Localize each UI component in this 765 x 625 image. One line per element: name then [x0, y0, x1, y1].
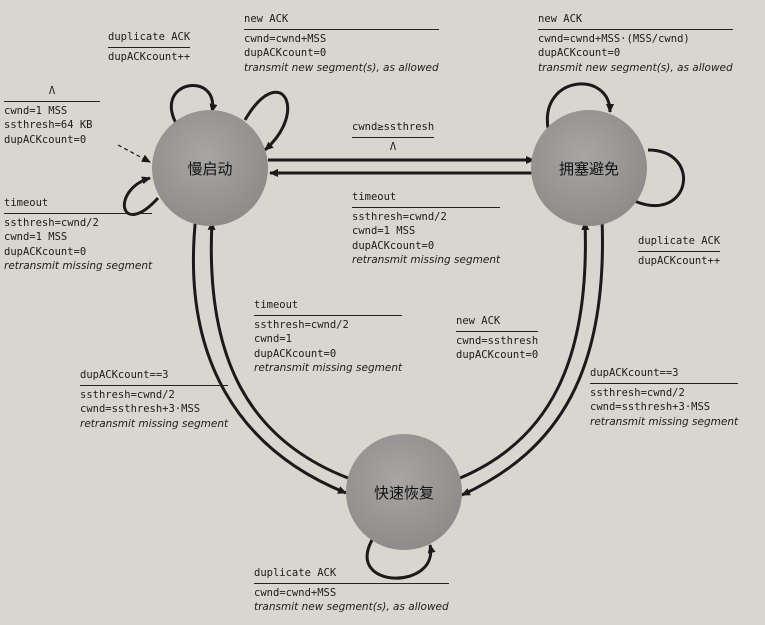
- state-fast-recovery: 快速恢复: [346, 434, 462, 550]
- action-text: cwnd=ssthresh: [456, 334, 539, 347]
- note-text: retransmit missing segment: [590, 415, 739, 428]
- action-text: cwnd=1 MSS: [352, 225, 416, 237]
- action-text: cwnd=cwnd+MSS: [244, 32, 327, 45]
- note-text: transmit new segment(s), as allowed: [538, 61, 733, 74]
- label-ca-timeout: timeout ssthresh=cwnd/2 cwnd=1 MSS dupAC…: [352, 190, 501, 268]
- note-text: retransmit missing segment: [4, 260, 153, 272]
- label-fr-timeout: timeout ssthresh=cwnd/2 cwnd=1 dupACKcou…: [254, 298, 403, 376]
- loop-ca-dup-ack: [627, 148, 685, 207]
- label-fr-dup-ack: duplicate ACK cwnd=cwnd+MSS transmit new…: [254, 566, 449, 615]
- action-text: ssthresh=64 KB: [4, 119, 93, 131]
- action-text: ssthresh=cwnd/2: [4, 216, 99, 229]
- note-text: transmit new segment(s), as allowed: [244, 61, 439, 74]
- action-text: cwnd=cwnd+MSS·(MSS/cwnd): [538, 32, 690, 45]
- event-text: dupACKcount==3: [590, 366, 739, 384]
- loop-slow-start-timeout: [122, 176, 160, 216]
- arrow-ca-to-fr: [461, 217, 604, 497]
- action-text: ssthresh=cwnd/2: [254, 318, 349, 331]
- action-text: dupACKcount=0: [254, 347, 337, 360]
- label-ss-to-ca: cwnd≥ssthresh Λ: [352, 120, 435, 154]
- action-text: cwnd=ssthresh+3·MSS: [590, 401, 711, 413]
- label-ss-timeout: timeout ssthresh=cwnd/2 cwnd=1 MSS dupAC…: [4, 196, 153, 274]
- note-text: retransmit missing segment: [80, 417, 229, 430]
- state-slow-start: 慢启动: [152, 110, 268, 226]
- label-ss-dup3: dupACKcount==3 ssthresh=cwnd/2 cwnd=ssth…: [80, 368, 229, 431]
- action-text: dupACKcount=0: [244, 47, 327, 59]
- loop-ca-new-ack: [545, 82, 614, 129]
- action-text: dupACKcount=0: [4, 245, 87, 258]
- state-label-slow-start: 慢启动: [187, 160, 232, 178]
- action-text: cwnd=cwnd+MSS: [254, 586, 337, 599]
- event-text: duplicate ACK: [108, 30, 191, 48]
- label-ca-new-ack: new ACK cwnd=cwnd+MSS·(MSS/cwnd) dupACKc…: [538, 12, 733, 75]
- event-text: new ACK: [538, 12, 733, 30]
- event-text: new ACK: [244, 12, 439, 30]
- action-text: cwnd=1 MSS: [4, 231, 68, 243]
- event-text: timeout: [352, 190, 501, 208]
- state-congestion-avoidance: 拥塞避免: [531, 110, 647, 226]
- loop-fr-dup-ack: [365, 539, 436, 580]
- event-text: timeout: [254, 298, 403, 316]
- event-text: duplicate ACK: [254, 566, 449, 584]
- action-text: dupACKcount++: [638, 254, 721, 267]
- event-text: Λ: [4, 84, 100, 102]
- loop-slow-start-dup-ack: [169, 84, 218, 128]
- label-ss-new-ack: new ACK cwnd=cwnd+MSS dupACKcount=0 tran…: [244, 12, 439, 75]
- action-text: Λ: [389, 140, 397, 153]
- event-text: timeout: [4, 196, 153, 214]
- note-text: transmit new segment(s), as allowed: [254, 601, 449, 613]
- note-text: retransmit missing segment: [352, 254, 501, 266]
- label-ca-dup-ack: duplicate ACK dupACKcount++: [638, 234, 721, 268]
- action-text: dupACKcount=0: [4, 133, 87, 146]
- action-text: dupACKcount=0: [352, 239, 435, 252]
- label-ss-dup-ack: duplicate ACK dupACKcount++: [108, 30, 191, 64]
- event-text: new ACK: [456, 314, 539, 332]
- action-text: ssthresh=cwnd/2: [352, 210, 447, 223]
- state-label-congestion-avoidance: 拥塞避免: [559, 160, 619, 178]
- action-text: dupACKcount=0: [456, 349, 539, 361]
- action-text: ssthresh=cwnd/2: [80, 388, 175, 401]
- event-text: dupACKcount==3: [80, 368, 229, 386]
- state-label-fast-recovery: 快速恢复: [374, 484, 434, 502]
- action-text: cwnd=1 MSS: [4, 104, 68, 117]
- label-init: Λ cwnd=1 MSS ssthresh=64 KB dupACKcount=…: [4, 84, 100, 147]
- action-text: cwnd=ssthresh+3·MSS: [80, 403, 201, 415]
- arrow-fr-to-ca: [459, 221, 590, 480]
- label-ca-dup3: dupACKcount==3 ssthresh=cwnd/2 cwnd=ssth…: [590, 366, 739, 429]
- init-arrow: [117, 144, 151, 163]
- action-text: dupACKcount++: [108, 50, 191, 63]
- action-text: dupACKcount=0: [538, 47, 621, 59]
- action-text: cwnd=1: [254, 333, 292, 345]
- action-text: ssthresh=cwnd/2: [590, 386, 685, 399]
- event-text: cwnd≥ssthresh: [352, 120, 435, 138]
- event-text: duplicate ACK: [638, 234, 721, 252]
- note-text: retransmit missing segment: [254, 362, 403, 374]
- loop-slow-start-new-ack: [243, 90, 290, 152]
- label-fr-new-ack: new ACK cwnd=ssthresh dupACKcount=0: [456, 314, 539, 363]
- arrow-fr-to-ss: [207, 221, 349, 480]
- arrow-ss-to-fr: [191, 214, 347, 495]
